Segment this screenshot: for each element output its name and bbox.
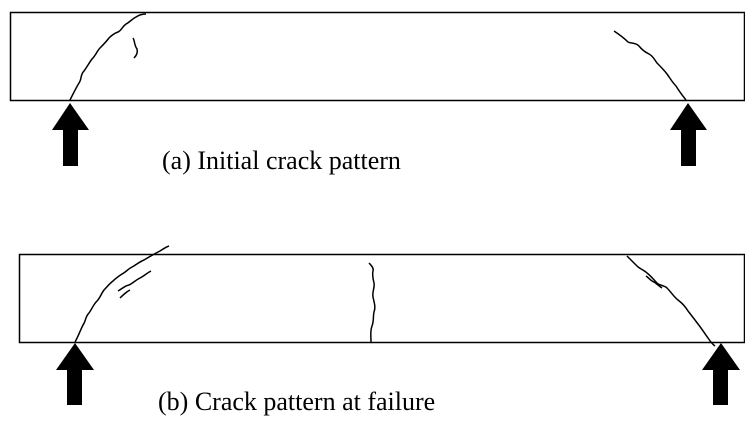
- caption-initial-crack-pattern: (a) Initial crack pattern: [162, 146, 401, 175]
- support-arrow-right-a: [670, 103, 707, 166]
- caption-crack-pattern-at-failure: (b) Crack pattern at failure: [158, 387, 436, 416]
- beam-outline-b: [18, 253, 745, 344]
- panel-b: [18, 245, 745, 405]
- crack-left-shear-a: [69, 13, 147, 101]
- support-arrow-left-b: [56, 343, 94, 405]
- support-arrow-left-a-shape: [52, 103, 89, 166]
- panel-a: [9, 11, 745, 166]
- crack-right-branch-b: [645, 275, 663, 289]
- crack-left-shear-b: [74, 245, 170, 343]
- support-arrow-left-b-shape: [56, 343, 94, 405]
- crack-left-short-b: [119, 289, 131, 299]
- support-arrow-left-a: [52, 103, 89, 166]
- support-arrow-right-a-shape: [670, 103, 707, 166]
- support-arrow-right-b: [702, 343, 740, 405]
- beam-outline-a: [9, 11, 745, 102]
- crack-left-branch-b: [117, 270, 152, 292]
- support-arrow-right-b-shape: [702, 343, 740, 405]
- crack-small-branch-a: [132, 37, 138, 59]
- crack-right-shear-b: [626, 255, 716, 347]
- crack-right-shear-a: [613, 30, 687, 101]
- crack-midspan-flexural-b: [368, 262, 376, 343]
